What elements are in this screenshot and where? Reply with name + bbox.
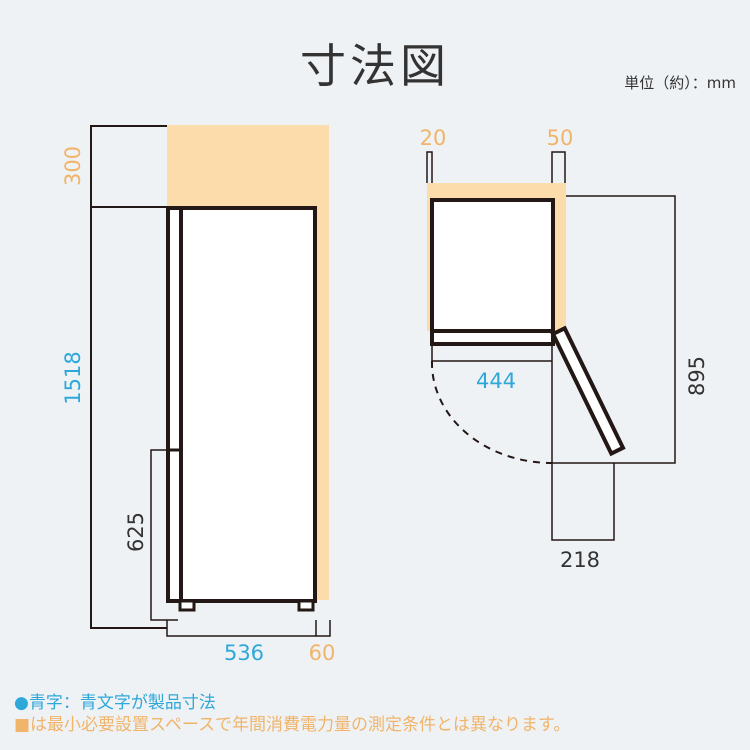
door-open-bracket bbox=[552, 195, 676, 464]
right-clearance-label: 50 bbox=[547, 126, 574, 150]
top-clearance-bracket bbox=[90, 125, 167, 208]
width-bracket bbox=[166, 620, 317, 637]
side-clearance-area bbox=[316, 205, 329, 600]
top-view-clearance-area bbox=[427, 183, 566, 201]
height-bracket bbox=[90, 207, 167, 629]
side-clearance-bracket bbox=[316, 620, 331, 637]
orange-square-icon: ■ bbox=[14, 715, 31, 735]
left-clearance-bracket bbox=[426, 151, 433, 183]
legend-clearance-note: ■は最小必要設置スペースで年間消費電力量の測定条件とは異なります。 bbox=[14, 714, 570, 736]
width-label: 536 bbox=[224, 641, 264, 665]
front-view: 300 1518 625 536 60 bbox=[61, 125, 335, 665]
door-swing-arc bbox=[430, 360, 553, 464]
depth-bracket bbox=[431, 344, 552, 362]
door-width-label: 218 bbox=[560, 548, 600, 572]
door-width-bracket bbox=[551, 344, 615, 541]
side-clearance-label: 60 bbox=[309, 641, 336, 665]
legend-blue-text: 青字：青文字が製品寸法 bbox=[28, 693, 216, 713]
legend: ●青字：青文字が製品寸法 ■は最小必要設置スペースで年間消費電力量の測定条件とは… bbox=[14, 692, 570, 736]
lower-door-bracket bbox=[150, 449, 178, 621]
unit-label: 単位（約）：mm bbox=[624, 74, 736, 92]
top-clearance-area bbox=[167, 125, 329, 207]
door-closed bbox=[430, 329, 555, 346]
fridge-body bbox=[166, 206, 317, 603]
legend-product-dimension: ●青字：青文字が製品寸法 bbox=[14, 692, 570, 714]
page-title: 寸法図 bbox=[300, 39, 450, 93]
legend-orange-text: は最小必要設置スペースで年間消費電力量の測定条件とは異なります。 bbox=[30, 715, 571, 735]
right-clearance-bracket bbox=[551, 151, 566, 183]
right-clearance-area bbox=[553, 183, 566, 331]
door-open bbox=[550, 325, 626, 457]
top-clearance-label: 300 bbox=[61, 146, 85, 186]
fridge-top-body bbox=[430, 198, 555, 333]
foot-left bbox=[178, 599, 196, 612]
door-open-depth-label: 895 bbox=[685, 356, 709, 396]
left-clearance-label: 20 bbox=[420, 126, 447, 150]
foot-right bbox=[297, 599, 315, 612]
top-view: 20 50 444 895 218 bbox=[420, 126, 709, 572]
depth-label: 444 bbox=[476, 369, 516, 393]
blue-circle-icon: ● bbox=[14, 693, 29, 713]
lower-door-label: 625 bbox=[124, 512, 148, 552]
height-label: 1518 bbox=[61, 351, 85, 404]
